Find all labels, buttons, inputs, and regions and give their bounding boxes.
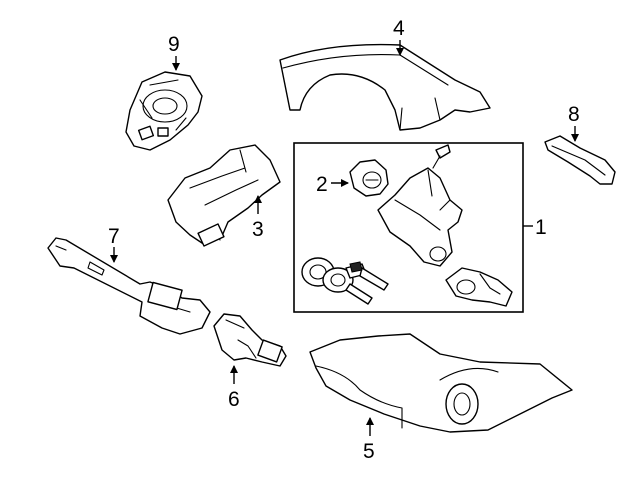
part-6-wiper-switch [213, 313, 287, 367]
part-1-sleeve [445, 267, 513, 307]
callout-5: 5 [363, 417, 375, 463]
part-4-upper-shroud [279, 43, 491, 131]
callout-2: 2 [316, 173, 349, 196]
callout-5-label: 5 [363, 440, 375, 463]
callout-6: 6 [228, 365, 240, 411]
callout-1-label: 1 [535, 216, 547, 239]
callout-3-label: 3 [252, 218, 264, 241]
callout-3: 3 [252, 195, 264, 241]
callout-9: 9 [168, 33, 180, 71]
callout-4: 4 [393, 17, 405, 56]
callout-7-label: 7 [108, 225, 120, 248]
part-9-clock-spring [125, 71, 203, 151]
callout-8-label: 8 [568, 103, 580, 126]
part-1-keys [301, 257, 389, 305]
part-1-box [293, 142, 524, 313]
callout-7: 7 [108, 225, 120, 263]
part-5-lower-shroud [309, 333, 573, 433]
part-2-lock-cylinder [349, 159, 389, 197]
callout-9-label: 9 [168, 33, 180, 56]
part-3-housing [167, 144, 281, 247]
callout-4-label: 4 [393, 17, 405, 40]
callout-6-label: 6 [228, 388, 240, 411]
part-7-signal-stalk [47, 237, 211, 335]
callout-1: 1 [523, 216, 547, 239]
callout-2-label: 2 [316, 173, 328, 196]
part-8-trim [544, 135, 616, 185]
callout-8: 8 [568, 103, 580, 142]
part-1-lock-housing [377, 144, 463, 267]
